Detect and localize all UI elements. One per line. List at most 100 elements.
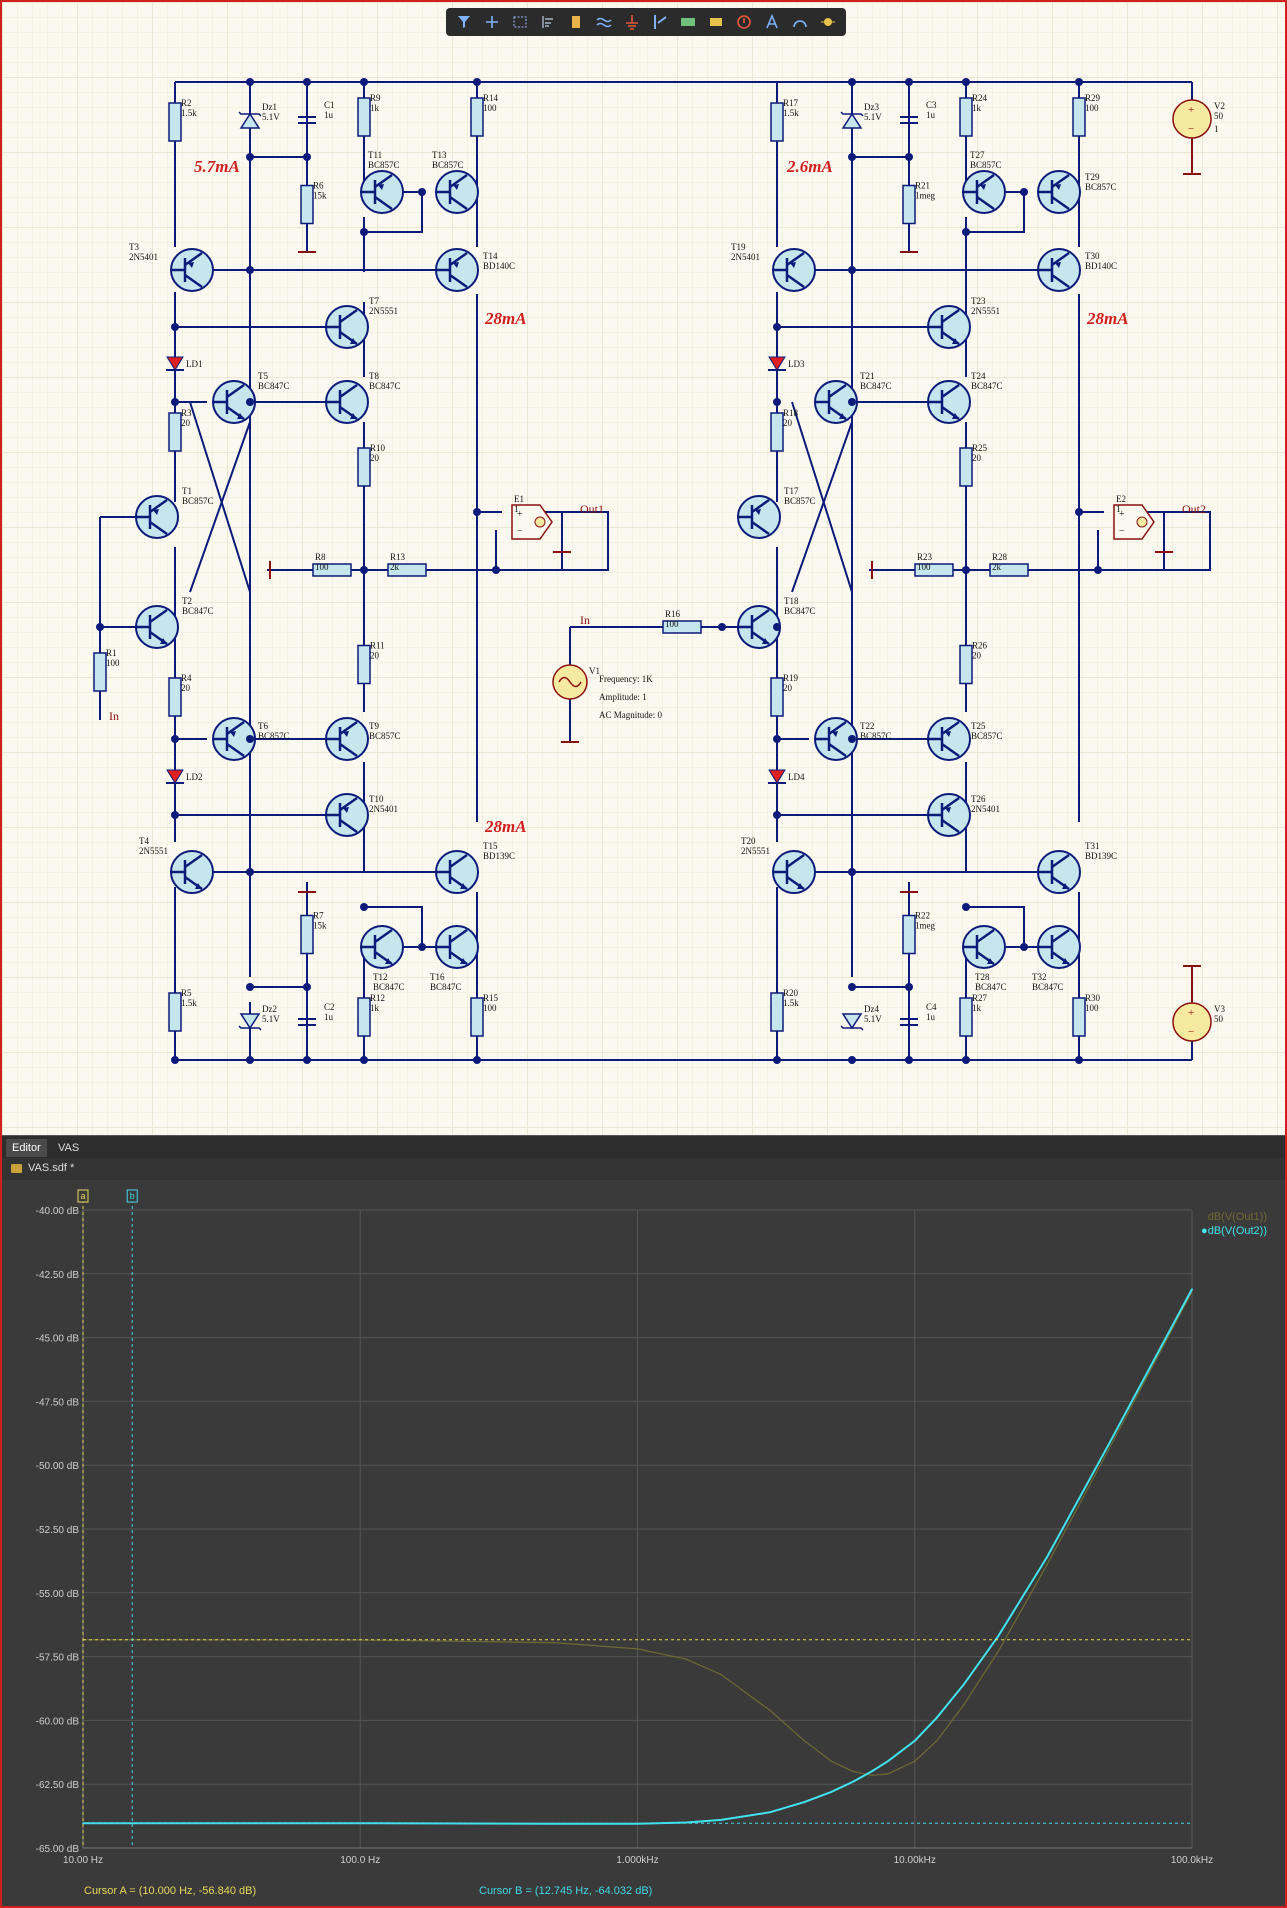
crosshair-icon[interactable]	[482, 12, 502, 32]
transistor-t23[interactable]	[927, 305, 971, 349]
transistor-t6[interactable]	[212, 717, 256, 761]
capacitor-c2[interactable]	[298, 1018, 316, 1026]
resistor-r11[interactable]	[357, 644, 371, 685]
resistor-r23[interactable]	[914, 563, 954, 577]
filter-icon[interactable]	[454, 12, 474, 32]
transistor-t14[interactable]	[435, 248, 479, 292]
resistor-r22[interactable]	[902, 914, 916, 955]
resistor-r18[interactable]	[770, 412, 784, 452]
capacitor-c3[interactable]	[900, 116, 918, 124]
resistor-r21[interactable]	[902, 184, 916, 225]
transistor-t17[interactable]	[737, 495, 781, 539]
bus-icon[interactable]	[650, 12, 670, 32]
led-ld1[interactable]	[166, 356, 184, 371]
zener-diode-dz4[interactable]	[841, 1013, 863, 1030]
select-rect-icon[interactable]	[510, 12, 530, 32]
transistor-t29[interactable]	[1037, 170, 1081, 214]
cursor-b-marker[interactable]	[126, 1189, 138, 1203]
resistor-r14[interactable]	[470, 97, 484, 137]
net-label-in-left[interactable]: In	[109, 709, 119, 723]
vcvs-e1[interactable]: +−	[511, 504, 553, 540]
resistor-r1[interactable]	[93, 652, 107, 692]
transistor-t30[interactable]	[1037, 248, 1081, 292]
led-ld4[interactable]	[768, 769, 786, 784]
transistor-t5[interactable]	[212, 380, 256, 424]
resistor-r6[interactable]	[300, 184, 314, 225]
wire[interactable]	[966, 906, 1025, 948]
zener-diode-dz1[interactable]	[239, 112, 261, 129]
transistor-t22[interactable]	[814, 717, 858, 761]
transistor-t31[interactable]	[1037, 850, 1081, 894]
resistor-r9[interactable]	[357, 97, 371, 137]
capacitor-c4[interactable]	[900, 1018, 918, 1026]
text-icon[interactable]	[762, 12, 782, 32]
resistor-r20[interactable]	[770, 992, 784, 1032]
transistor-t10[interactable]	[325, 793, 369, 837]
wire[interactable]	[966, 191, 1025, 233]
transistor-t21[interactable]	[814, 380, 858, 424]
led-ld3[interactable]	[768, 356, 786, 371]
transistor-t7[interactable]	[325, 305, 369, 349]
transistor-t13[interactable]	[435, 170, 479, 214]
transistor-t19[interactable]	[772, 248, 816, 292]
resistor-r7[interactable]	[300, 914, 314, 955]
transistor-t4[interactable]	[170, 850, 214, 894]
resistor-r25[interactable]	[959, 447, 973, 487]
net-label-icon[interactable]	[706, 12, 726, 32]
transistor-t28[interactable]	[962, 925, 1006, 969]
document-name[interactable]: VAS.sdf *	[28, 1162, 75, 1174]
transistor-t27[interactable]	[962, 170, 1006, 214]
resistor-r4[interactable]	[168, 677, 182, 717]
zener-diode-dz3[interactable]	[841, 112, 863, 129]
resistor-r24[interactable]	[959, 97, 973, 137]
transistor-t2[interactable]	[135, 605, 179, 649]
component-icon[interactable]	[566, 12, 586, 32]
transistor-t15[interactable]	[435, 850, 479, 894]
dc-source-v3[interactable]	[1172, 1002, 1212, 1042]
transistor-t24[interactable]	[927, 380, 971, 424]
net-label-out2[interactable]: Out2	[1182, 502, 1206, 516]
resistor-r8[interactable]	[312, 563, 352, 577]
transistor-t11[interactable]	[360, 170, 404, 214]
transistor-t3[interactable]	[170, 248, 214, 292]
wire[interactable]	[364, 192, 423, 233]
vcvs-e2[interactable]: +−	[1113, 504, 1155, 540]
plot-area[interactable]: -40.00 dB-42.50 dB-45.00 dB-47.50 dB-50.…	[2, 1180, 1285, 1906]
resistor-r12[interactable]	[357, 997, 371, 1037]
resistor-r2[interactable]	[168, 102, 182, 142]
wire[interactable]	[189, 421, 251, 593]
wire[interactable]	[99, 517, 140, 628]
junction-icon[interactable]	[818, 12, 838, 32]
transistor-t20[interactable]	[772, 850, 816, 894]
resistor-r5[interactable]	[168, 992, 182, 1032]
wire[interactable]	[1164, 511, 1211, 571]
transistor-t1[interactable]	[135, 495, 179, 539]
arc-icon[interactable]	[790, 12, 810, 32]
transistor-t12[interactable]	[360, 925, 404, 969]
schematic-drawing[interactable]: R21.5kDz15.1VC11uR91kR14100R615kT11BC857…	[2, 2, 1285, 1135]
wire[interactable]	[364, 906, 423, 948]
zener-diode-dz2[interactable]	[239, 1013, 261, 1030]
wire[interactable]	[791, 421, 853, 593]
capacitor-c1[interactable]	[298, 116, 316, 124]
legend-out2[interactable]: ●dB(V(Out2))	[1201, 1225, 1267, 1237]
probe-icon[interactable]	[734, 12, 754, 32]
legend-out1[interactable]: dB(V(Out1))	[1207, 1211, 1267, 1223]
resistor-r28[interactable]	[989, 563, 1029, 577]
wire[interactable]	[562, 511, 609, 571]
cursor-a-marker[interactable]	[77, 1189, 89, 1203]
transistor-t8[interactable]	[325, 380, 369, 424]
resistor-r29[interactable]	[1072, 97, 1086, 137]
transistor-t9[interactable]	[325, 717, 369, 761]
resistor-r19[interactable]	[770, 677, 784, 717]
transistor-t16[interactable]	[435, 925, 479, 969]
resistor-r30[interactable]	[1072, 997, 1086, 1037]
resistor-r26[interactable]	[959, 644, 973, 685]
led-ld2[interactable]	[166, 769, 184, 784]
resistor-r27[interactable]	[959, 997, 973, 1037]
align-icon[interactable]	[538, 12, 558, 32]
wire-icon[interactable]	[594, 12, 614, 32]
ground-icon[interactable]	[622, 12, 642, 32]
net-label-in-mid[interactable]: In	[580, 613, 590, 627]
